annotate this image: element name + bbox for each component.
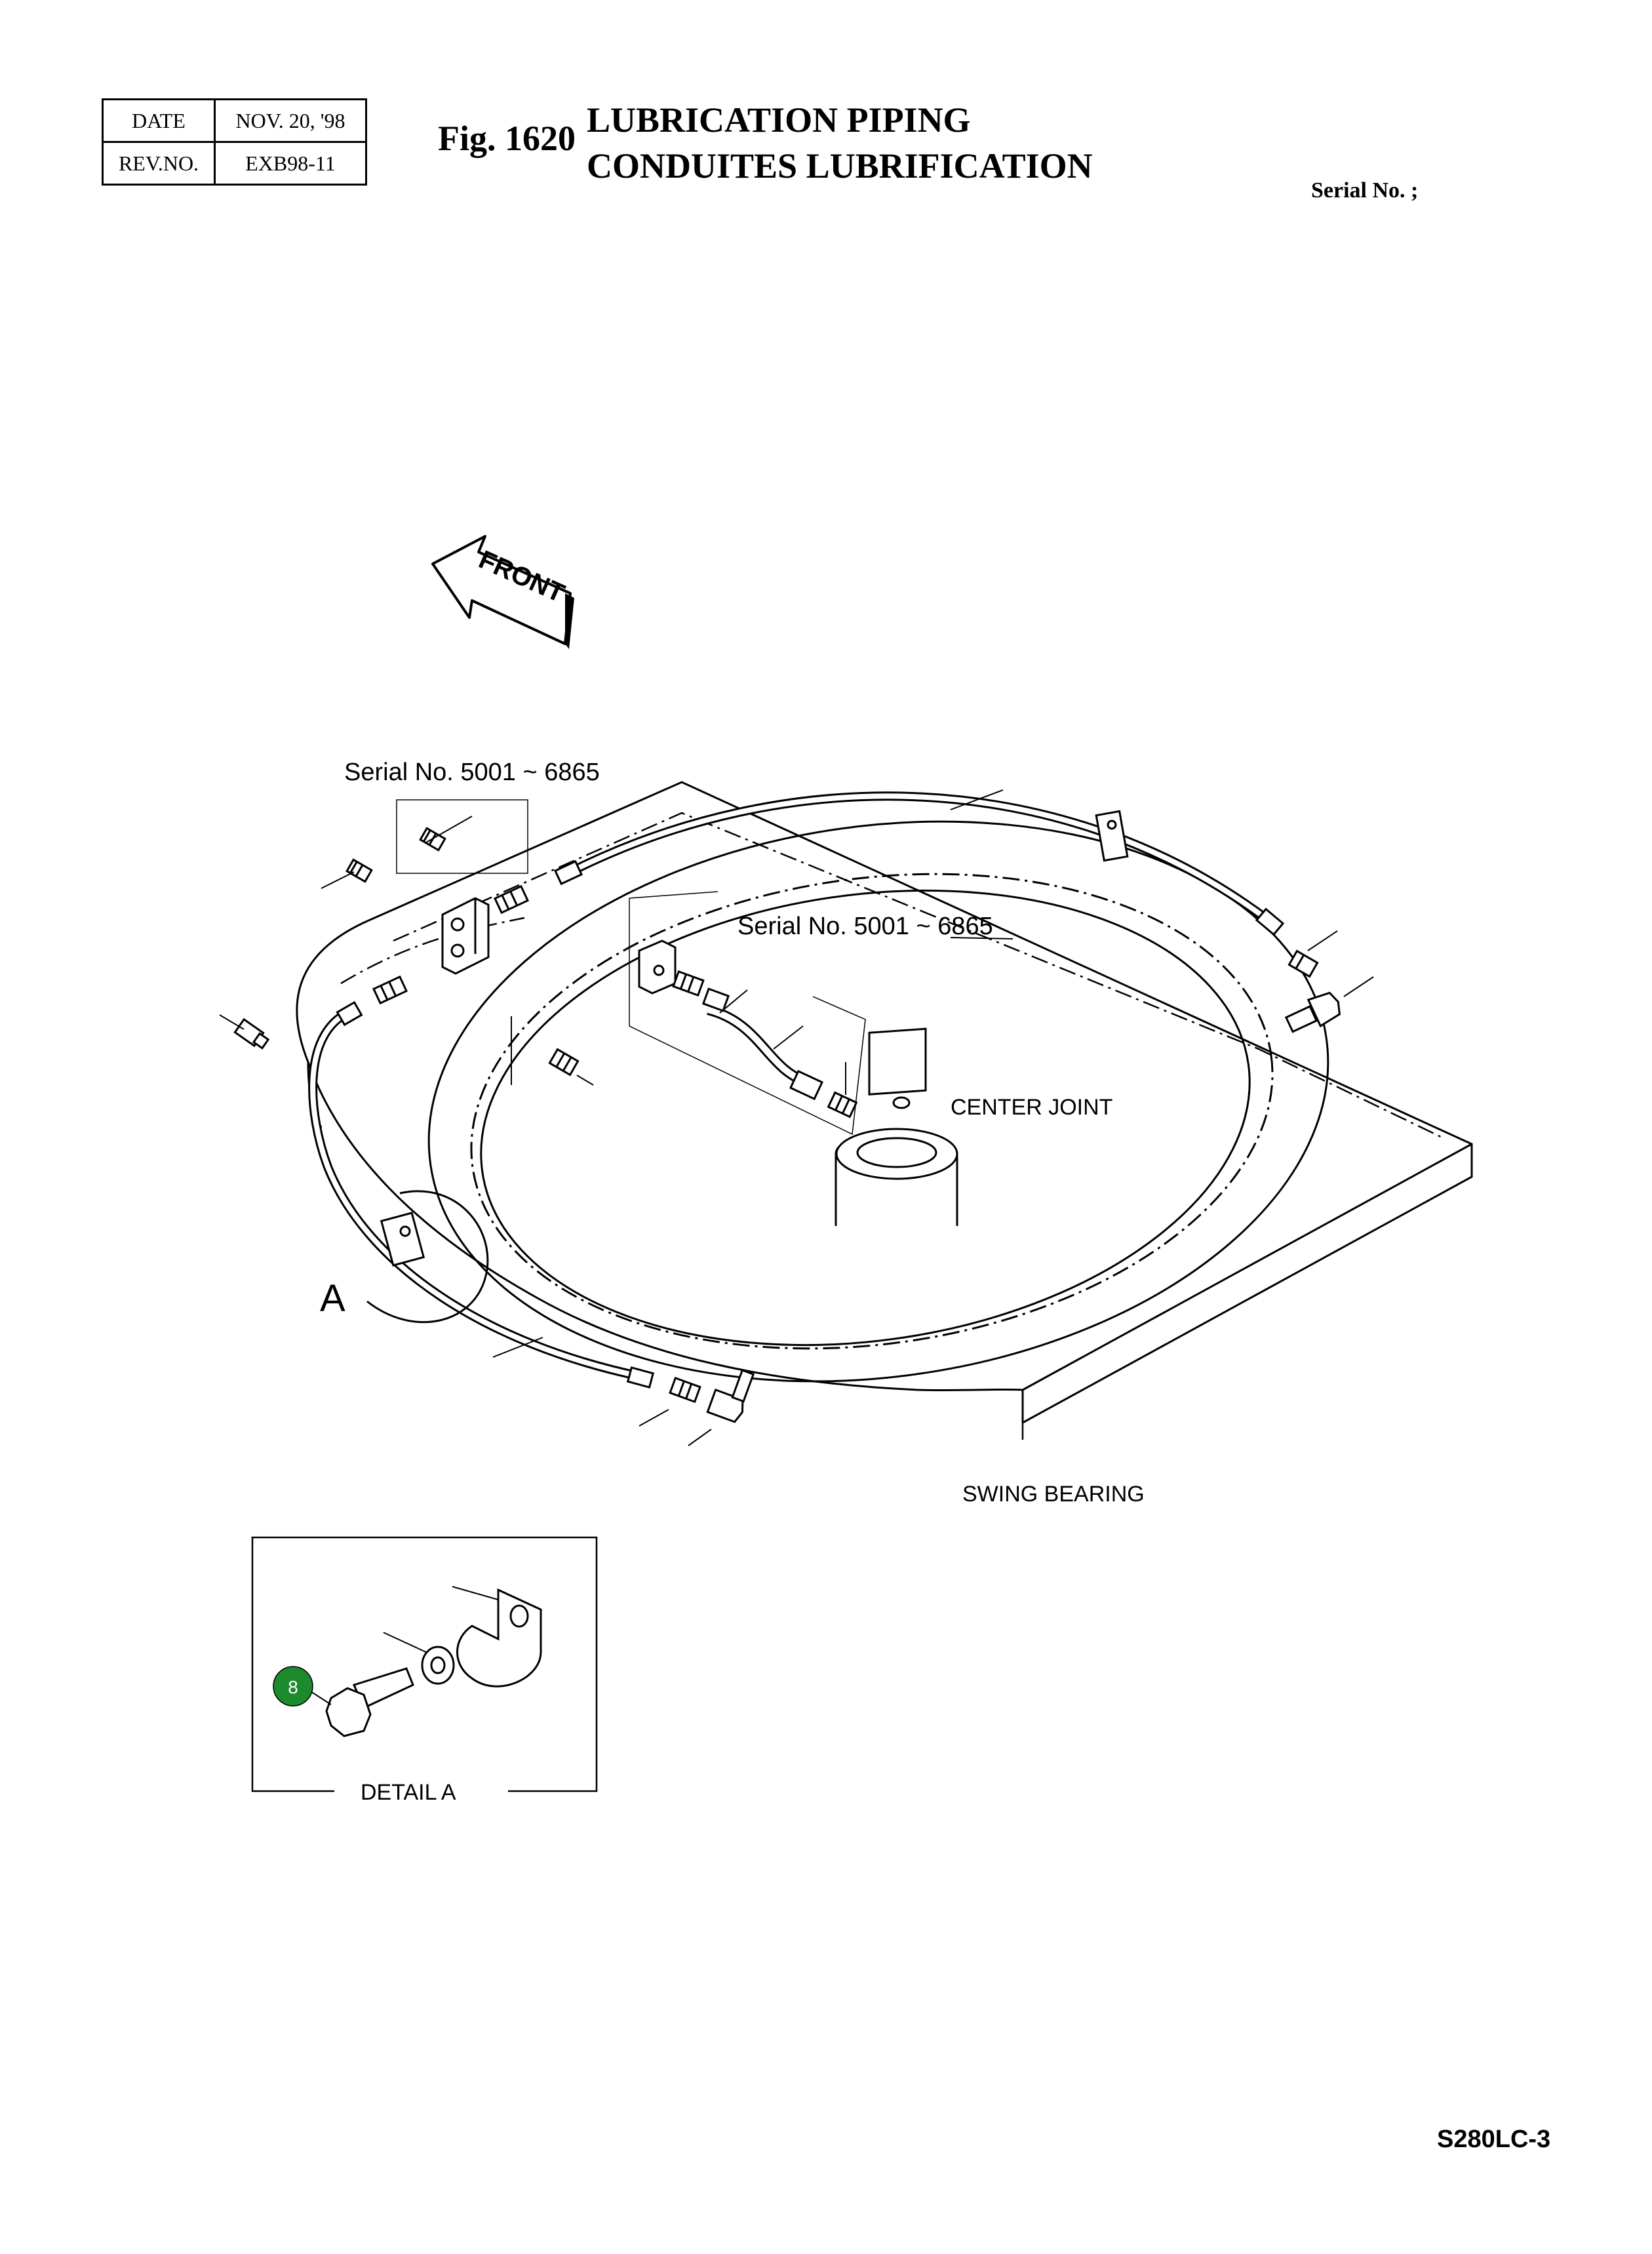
elbow-fitting bbox=[706, 1369, 755, 1423]
grease-fitting bbox=[1288, 949, 1319, 978]
serial-number-header: Serial No. ; bbox=[1311, 178, 1419, 203]
center-joint-label: CENTER JOINT bbox=[951, 1095, 1112, 1120]
figure-title: LUBRICATION PIPING CONDUITES LUBRIFICATI… bbox=[587, 97, 1093, 189]
rev-label: REV.NO. bbox=[102, 141, 216, 186]
detail-a-callout-circle bbox=[366, 1190, 489, 1324]
model-number: S280LC-3 bbox=[1437, 2125, 1551, 2153]
bolt bbox=[325, 1667, 414, 1737]
figure-title-fr: CONDUITES LUBRIFICATION bbox=[587, 146, 1093, 186]
serial-range-label-1: Serial No. 5001 ~ 6865 bbox=[344, 759, 600, 786]
swing-bearing-plate bbox=[296, 781, 1473, 1424]
date-label: DATE bbox=[102, 98, 216, 143]
detail-a-title: DETAIL A bbox=[361, 1780, 456, 1805]
connector-block bbox=[638, 939, 677, 995]
detail-a-box bbox=[251, 1536, 598, 1792]
serial-range-box-2 bbox=[629, 891, 866, 1136]
grease-fitting bbox=[493, 884, 530, 915]
revision-date-row: DATE NOV. 20, '98 bbox=[102, 98, 367, 143]
swing-bearing-label: SWING BEARING bbox=[962, 1482, 1145, 1507]
swing-bearing-rings bbox=[427, 820, 1329, 1383]
serial-range-label-2: Serial No. 5001 ~ 6865 bbox=[738, 913, 993, 940]
center-joint-pipe bbox=[706, 989, 846, 1095]
grease-fitting bbox=[372, 975, 408, 1005]
fittings bbox=[233, 827, 1341, 1423]
left-lubrication-hose bbox=[308, 1000, 655, 1389]
pipe-clamp bbox=[452, 1586, 542, 1688]
revision-number-row: REV.NO. EXB98-11 bbox=[102, 141, 367, 186]
figure-number: Fig. 1620 bbox=[438, 119, 576, 158]
elbow-fitting bbox=[233, 1018, 270, 1050]
leader-lines bbox=[219, 816, 1374, 1446]
upper-lubrication-hose bbox=[553, 789, 1285, 936]
grease-fitting bbox=[789, 1069, 824, 1101]
detail-a-marker: A bbox=[320, 1277, 345, 1320]
figure-title-en: LUBRICATION PIPING bbox=[587, 100, 971, 140]
grease-fitting bbox=[669, 1376, 701, 1404]
callout-number: 8 bbox=[288, 1677, 298, 1697]
grease-fitting bbox=[548, 1048, 580, 1077]
detail-a-parts bbox=[325, 1586, 542, 1737]
grease-fitting bbox=[701, 987, 730, 1012]
adapter-fitting bbox=[1284, 991, 1341, 1033]
revision-table: DATE NOV. 20, '98 REV.NO. EXB98-11 bbox=[102, 98, 367, 186]
construction-lines bbox=[340, 812, 1443, 1442]
front-arrow-icon: FRONT bbox=[431, 535, 574, 649]
center-joint bbox=[835, 1027, 958, 1226]
washer bbox=[383, 1632, 455, 1685]
callout-circle bbox=[273, 1666, 313, 1707]
grease-fitting bbox=[345, 858, 373, 883]
grease-fitting bbox=[672, 970, 705, 997]
grease-fitting bbox=[827, 1091, 858, 1118]
distribution-block bbox=[441, 897, 490, 975]
rev-value: EXB98-11 bbox=[214, 141, 367, 186]
date-value: NOV. 20, '98 bbox=[214, 98, 367, 143]
callout-8: 8 bbox=[273, 1666, 332, 1707]
serial-range-box-1 bbox=[396, 799, 528, 874]
